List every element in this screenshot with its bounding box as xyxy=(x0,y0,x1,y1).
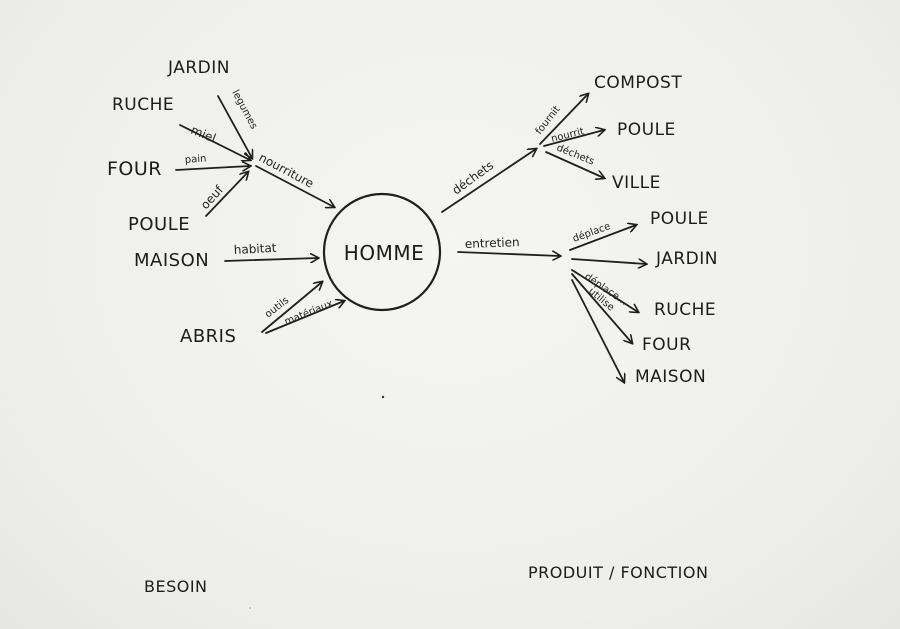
arrow-fournit xyxy=(539,94,588,145)
need-node-four: FOUR xyxy=(107,158,162,180)
arrow-nourrit xyxy=(543,130,604,147)
product-node-ville: VILLE xyxy=(612,173,661,193)
arrow-materiaux xyxy=(265,301,344,334)
product-node-four: FOUR xyxy=(642,335,691,355)
edge-label-materiaux: matériaux xyxy=(283,297,335,327)
center-node: HOMME xyxy=(344,241,424,265)
arrow-entretien xyxy=(457,252,560,256)
arrow-jardin xyxy=(217,95,252,158)
product-node-poule-2: POULE xyxy=(650,209,709,229)
edge-label-dechetes: déchets xyxy=(555,142,596,168)
arrow-jardin-right xyxy=(571,258,646,264)
edge-label-miel: miel xyxy=(189,123,218,146)
arrow-four xyxy=(175,166,250,170)
arrow-ruche-right xyxy=(571,269,638,312)
edge-label-pain: pain xyxy=(184,154,206,166)
product-node-jardin: JARDIN xyxy=(655,249,718,269)
edge-label-oeuf: oeuf xyxy=(198,182,227,212)
arrow-four-right xyxy=(571,273,632,343)
footer-produit-fonction: PRODUIT / FONCTION xyxy=(528,563,708,582)
edge-label-habitat: habitat xyxy=(233,241,277,257)
arrow-deplace xyxy=(569,225,636,251)
arrow-outils xyxy=(261,282,322,333)
arrow-maison-right xyxy=(571,279,624,382)
footer-besoin: BESOIN xyxy=(144,577,208,596)
need-node-poule: POULE xyxy=(128,214,190,235)
product-node-maison: MAISON xyxy=(635,367,706,387)
need-node-ruche: RUCHE xyxy=(112,95,174,115)
arrow-poule xyxy=(205,172,248,217)
paper-speck xyxy=(249,607,251,609)
arrow-dechets xyxy=(441,149,536,213)
arrow-ruche xyxy=(179,124,250,160)
need-node-abris: ABRIS xyxy=(180,326,236,347)
product-node-poule-1: POULE xyxy=(617,120,676,140)
arrow-nourriture xyxy=(255,165,334,207)
arrow-dechetes xyxy=(545,151,604,178)
arrow-habitat xyxy=(224,258,318,261)
edge-label-entretien: entretien xyxy=(465,235,520,251)
paper-speck xyxy=(381,395,385,399)
need-node-jardin: JARDIN xyxy=(167,58,230,78)
center-circle xyxy=(322,192,442,312)
product-node-compost: COMPOST xyxy=(594,73,682,93)
need-node-maison: MAISON xyxy=(134,250,209,271)
product-node-ruche: RUCHE xyxy=(654,300,716,320)
